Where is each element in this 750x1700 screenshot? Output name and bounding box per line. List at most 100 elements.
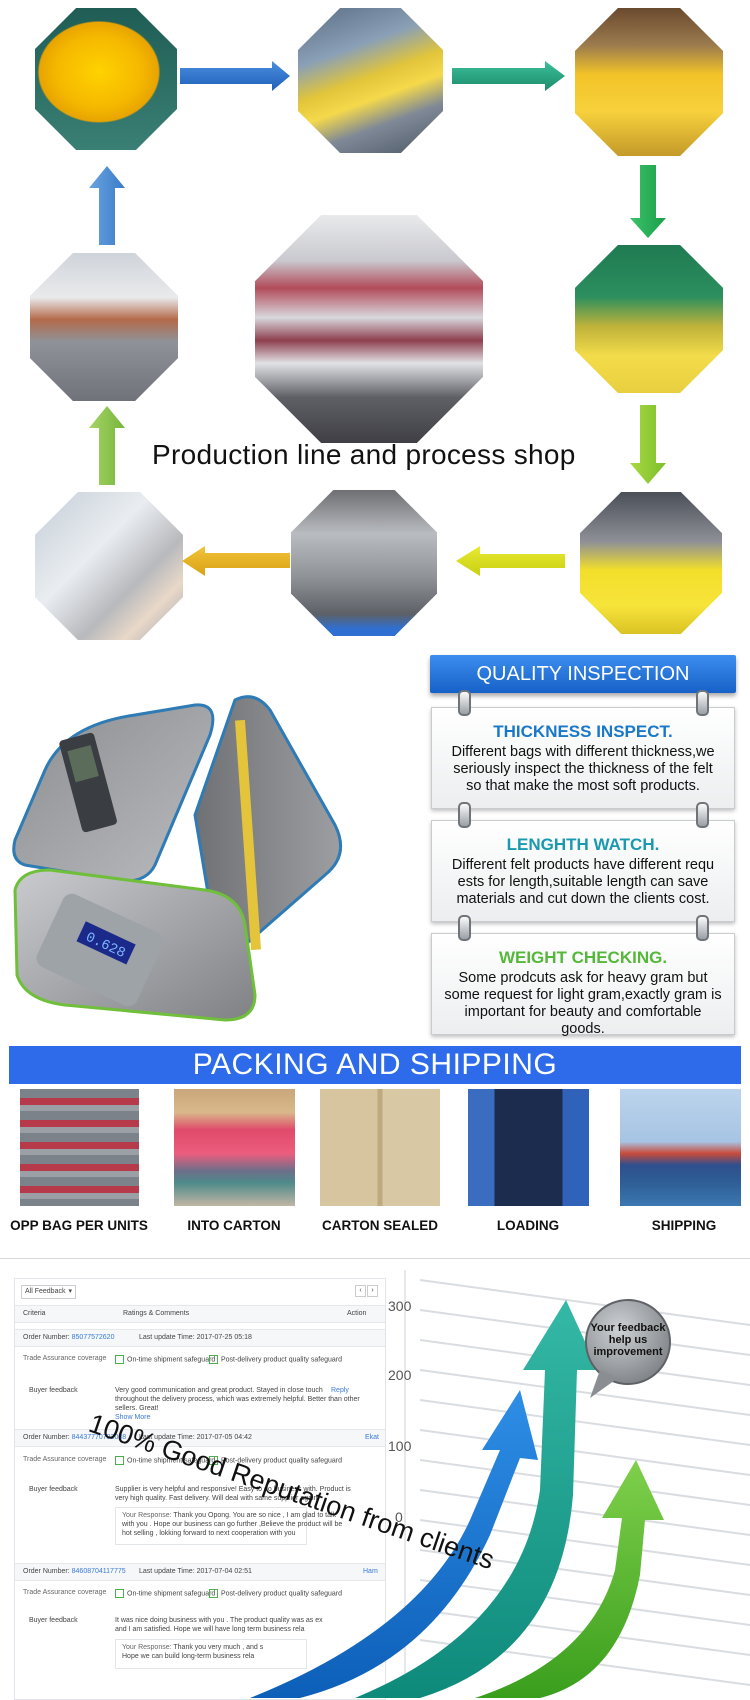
photo-opp-bags	[20, 1089, 139, 1206]
arrow-up-2	[89, 166, 125, 245]
growth-arrows	[250, 1299, 671, 1698]
order-header: Order Number: 84437770792038 Last update…	[15, 1429, 385, 1447]
packing-banner: PACKING AND SHIPPING	[9, 1046, 741, 1084]
y-tick: 300	[388, 1298, 412, 1314]
growth-arrow-teal	[355, 1300, 598, 1698]
buyer-comment: Very good communication and great produc…	[115, 1387, 323, 1394]
photo-lapping-machine	[575, 8, 723, 156]
quality-card-weight: WEIGHT CHECKING. Some prodcuts ask for h…	[431, 933, 735, 1037]
feedback-bubble	[585, 1299, 671, 1398]
process-arrows	[89, 61, 666, 576]
check-icon	[115, 1355, 124, 1364]
arrow-left-2	[182, 546, 290, 576]
buyer-comment: Supplier is very helpful and responsive!…	[115, 1486, 351, 1493]
buyer-comment: throughout the delivery process, which w…	[115, 1396, 360, 1403]
safeguard-shipment: On-time shipment safeguard	[115, 1355, 215, 1364]
quality-card-title: THICKNESS INSPECT.	[493, 722, 673, 741]
photo-carding-machine	[298, 8, 443, 153]
photo-oven	[30, 253, 178, 401]
buyer-comment: sellers. Great!	[115, 1405, 159, 1412]
check-icon	[209, 1589, 218, 1598]
growth-arrow-blue	[250, 1390, 538, 1698]
col-action: Action	[347, 1310, 367, 1317]
reply-link[interactable]: Reply	[331, 1387, 349, 1394]
safeguard-quality: Post-delivery product quality safeguard	[209, 1456, 342, 1465]
arrow-down-1	[630, 165, 666, 238]
binder-ring	[458, 915, 471, 941]
packing-label: OPP BAG PER UNITS	[10, 1218, 148, 1233]
buyer-comment: and I am satisfied. Hope we will have lo…	[115, 1626, 305, 1633]
feedback-filter-dropdown[interactable]: All Feedback ▾	[21, 1285, 76, 1299]
photo-carton-sealed	[320, 1089, 440, 1206]
inspection-collage: 0.628	[12, 695, 343, 1022]
arrow-left-1	[456, 546, 565, 576]
packing-label: LOADING	[496, 1218, 560, 1233]
binder-ring	[458, 690, 471, 716]
quality-card-title: WEIGHT CHECKING.	[498, 948, 668, 967]
binder-ring	[458, 802, 471, 828]
photo-rolling	[580, 492, 722, 634]
safeguard-shipment: On-time shipment safeguard	[115, 1589, 215, 1598]
arrow-right-1	[180, 61, 290, 91]
seller-response-box: Your Response: Thank you Opong. You are …	[115, 1507, 342, 1545]
check-icon	[115, 1456, 124, 1465]
trade-assurance-label: Trade Assurance coverage	[23, 1355, 107, 1362]
quality-card-text: Different felt products have different r…	[451, 857, 715, 907]
photo-loading	[468, 1089, 589, 1206]
quality-header: QUALITY INSPECTION	[430, 655, 736, 693]
packing-section: PACKING AND SHIPPING OPP BAG PER UNITS I…	[0, 1040, 750, 1270]
buyer-comment: very high quality. Fast delivery. Will d…	[115, 1495, 320, 1502]
feedback-filter-label: All Feedback	[25, 1288, 66, 1295]
packing-label: SHIPPING	[651, 1218, 717, 1233]
photo-shop-shelves	[255, 215, 483, 443]
order-header: Order Number: 85077572620 Last update Ti…	[15, 1329, 385, 1347]
show-more-link[interactable]: Show More	[115, 1414, 151, 1421]
feedback-section: All Feedback ▾ ‹ › Criteria Ratings & Co…	[0, 1270, 750, 1700]
quality-card-text: Different bags with different thickness,…	[451, 744, 715, 794]
y-tick: 0	[395, 1509, 403, 1525]
safeguard-quality: Post-delivery product quality safeguard	[209, 1355, 342, 1364]
photo-sewing	[35, 492, 183, 640]
col-criteria: Criteria	[23, 1310, 46, 1317]
seller-response-box: Your Response: Thank you very much , and…	[115, 1639, 307, 1669]
photo-shipping	[620, 1089, 741, 1206]
pager-prev-button[interactable]: ‹	[355, 1285, 366, 1297]
safeguard-quality: Post-delivery product quality safeguard	[209, 1589, 342, 1598]
order-action-link[interactable]: Ekat	[365, 1434, 380, 1441]
feedback-bubble-text: Your feedback help us improvement	[590, 1322, 666, 1358]
packing-divider	[0, 1258, 750, 1259]
growth-arrow-green	[475, 1460, 664, 1698]
order-number-label: Order Number:	[23, 1334, 70, 1341]
buyer-feedback-label: Buyer feedback	[29, 1617, 78, 1624]
quality-card-thickness: THICKNESS INSPECT. Different bags with d…	[431, 707, 735, 809]
chevron-down-icon: ▾	[68, 1288, 72, 1295]
buyer-feedback-label: Buyer feedback	[29, 1387, 78, 1394]
photo-needle-punch	[575, 245, 723, 393]
production-section: Production line and process shop	[0, 0, 750, 650]
quality-section: 0.628 QUALITY INSPECTION THICKNESS INSPE…	[0, 650, 750, 1040]
production-caption: Production line and process shop	[152, 439, 576, 470]
arrow-down-2	[630, 405, 666, 484]
binder-ring	[696, 802, 709, 828]
feedback-panel: All Feedback ▾ ‹ › Criteria Ratings & Co…	[14, 1278, 386, 1700]
pager-next-button[interactable]: ›	[367, 1285, 378, 1297]
binder-ring	[696, 690, 709, 716]
photo-yellow-fiber	[35, 8, 177, 150]
photo-into-carton	[174, 1089, 295, 1206]
quality-card-text: Some prodcuts ask for heavy gram but som…	[444, 970, 722, 1037]
packing-label: INTO CARTON	[187, 1218, 281, 1233]
binder-ring	[696, 915, 709, 941]
order-number-link[interactable]: 84437770792038	[71, 1434, 127, 1441]
buyer-feedback-label: Buyer feedback	[29, 1486, 78, 1493]
trade-assurance-label: Trade Assurance coverage	[23, 1589, 107, 1596]
buyer-comment: It was nice doing business with you . Th…	[115, 1617, 323, 1624]
feedback-table-header: Criteria Ratings & Comments Action	[15, 1305, 385, 1323]
safeguard-shipment: On-time shipment safeguard	[115, 1456, 215, 1465]
order-number-link[interactable]: 85077572620	[71, 1334, 115, 1341]
packing-label: CARTON SEALED	[321, 1218, 438, 1233]
arrow-right-2	[452, 61, 565, 91]
trade-assurance-label: Trade Assurance coverage	[23, 1456, 107, 1463]
order-number-link[interactable]: 84608704117775	[71, 1568, 126, 1575]
col-ratings: Ratings & Comments	[123, 1310, 190, 1317]
order-action-link[interactable]: Ham	[363, 1568, 378, 1575]
